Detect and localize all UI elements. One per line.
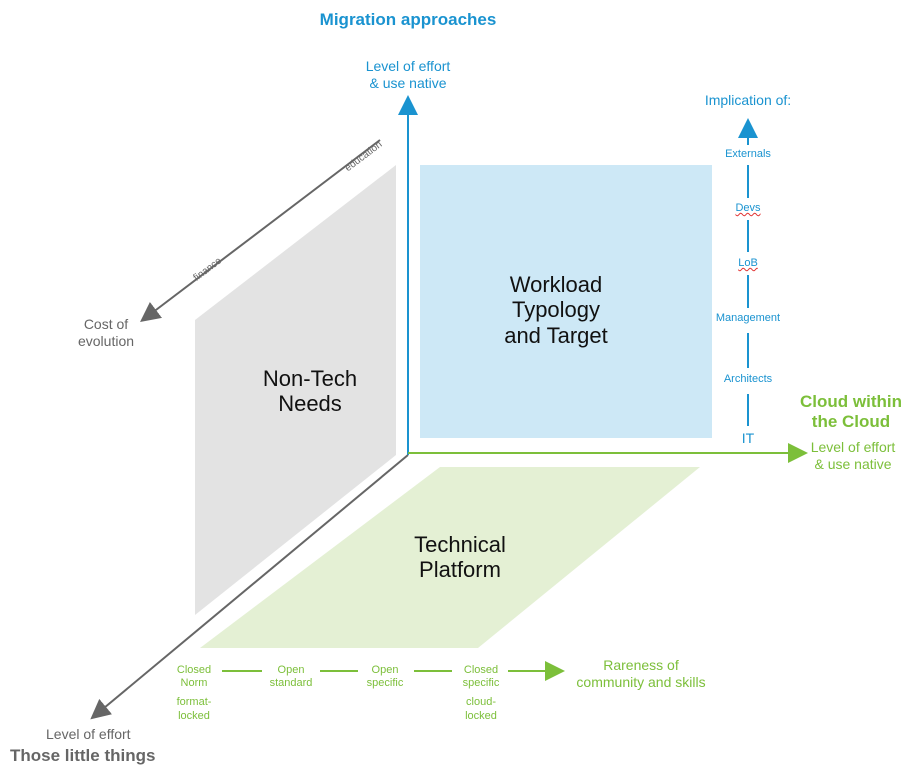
implication-item-management: Management <box>715 312 781 324</box>
rareness-step-open-specific-line2: specific <box>366 677 404 690</box>
rareness-step-open-specific-line1: Open <box>371 664 399 676</box>
implication-item-architects: Architects <box>723 373 773 385</box>
cost-axis-label-line1: Cost of <box>83 316 129 332</box>
rareness-step-closed-norm: Closed Norm format- locked <box>164 664 224 723</box>
implication-item-devs: Devs <box>708 202 788 215</box>
rareness-step-closed-specific-line3: cloud- <box>466 696 496 709</box>
horizontal-axis-title: Cloud within the Cloud <box>786 392 914 433</box>
technical-plane <box>200 467 700 648</box>
horizontal-axis-title-line1: Cloud within <box>800 392 902 411</box>
technical-title-line2: Platform <box>419 557 501 583</box>
rareness-step-closed-specific-line4: locked <box>465 709 497 722</box>
nontech-plane <box>195 165 396 615</box>
rareness-step-open-standard-line1: Open <box>277 664 305 676</box>
implication-axis-title: Implication of: <box>704 92 792 108</box>
vertical-axis-subtitle-line2: & use native <box>369 74 447 91</box>
rareness-step-closed-norm-line3: format- <box>176 696 212 709</box>
rareness-step-closed-norm-line1: Closed <box>176 664 212 676</box>
cost-axis-line <box>140 139 381 323</box>
rareness-step-open-standard: Open standard <box>256 664 326 690</box>
rareness-end-label-line1: Rareness of <box>603 657 679 673</box>
rareness-end-label-line2: community and skills <box>576 673 706 690</box>
horizontal-axis-subtitle-line1: Level of effort <box>810 439 896 455</box>
depth-axis-line <box>90 454 409 720</box>
technical-panel-title: Technical Platform <box>380 532 540 583</box>
cost-axis-label-line2: evolution <box>77 332 135 349</box>
rareness-step-closed-norm-line2: Norm <box>180 677 208 690</box>
vertical-axis-subtitle-line1: Level of effort <box>365 58 451 74</box>
vertical-axis-title: Migration approaches <box>319 10 497 29</box>
vertical-axis-subtitle: Level of effort & use native <box>336 58 480 92</box>
implication-item-it: IT <box>741 430 755 446</box>
implication-item-externals: Externals <box>725 148 771 160</box>
rareness-step-closed-specific: Closed specific cloud- locked <box>448 664 514 723</box>
rareness-step-open-standard-line2: standard <box>269 677 313 690</box>
rareness-step-open-specific: Open specific <box>352 664 418 690</box>
depth-axis-title: Those little things <box>10 746 156 765</box>
rareness-step-closed-norm-line4: locked <box>178 709 210 722</box>
horizontal-axis-subtitle-line2: & use native <box>814 455 892 472</box>
horizontal-axis-title-line2: the Cloud <box>811 412 891 432</box>
depth-axis-subtitle: Level of effort <box>46 726 131 742</box>
rareness-end-label: Rareness of community and skills <box>566 657 716 691</box>
workload-plane <box>420 165 712 438</box>
nontech-title-line2: Needs <box>278 391 342 417</box>
workload-title-line2: Typology <box>511 297 601 323</box>
technical-title-line1: Technical <box>414 532 506 557</box>
nontech-title-line1: Non-Tech <box>262 366 358 391</box>
workload-title-line3: and Target <box>504 322 608 348</box>
implication-item-lob-text: LoB <box>738 257 758 269</box>
workload-panel-title: Workload Typology and Target <box>446 272 666 348</box>
horizontal-axis-subtitle: Level of effort & use native <box>796 439 910 473</box>
implication-item-lob: LoB <box>708 257 788 270</box>
nontech-panel-title: Non-Tech Needs <box>230 366 390 417</box>
workload-title-line1: Workload <box>509 272 603 297</box>
rareness-step-closed-specific-line2: specific <box>462 677 500 690</box>
implication-item-devs-text: Devs <box>735 202 761 214</box>
rareness-step-closed-specific-line1: Closed <box>463 664 499 676</box>
cost-axis-label: Cost of evolution <box>66 316 146 350</box>
